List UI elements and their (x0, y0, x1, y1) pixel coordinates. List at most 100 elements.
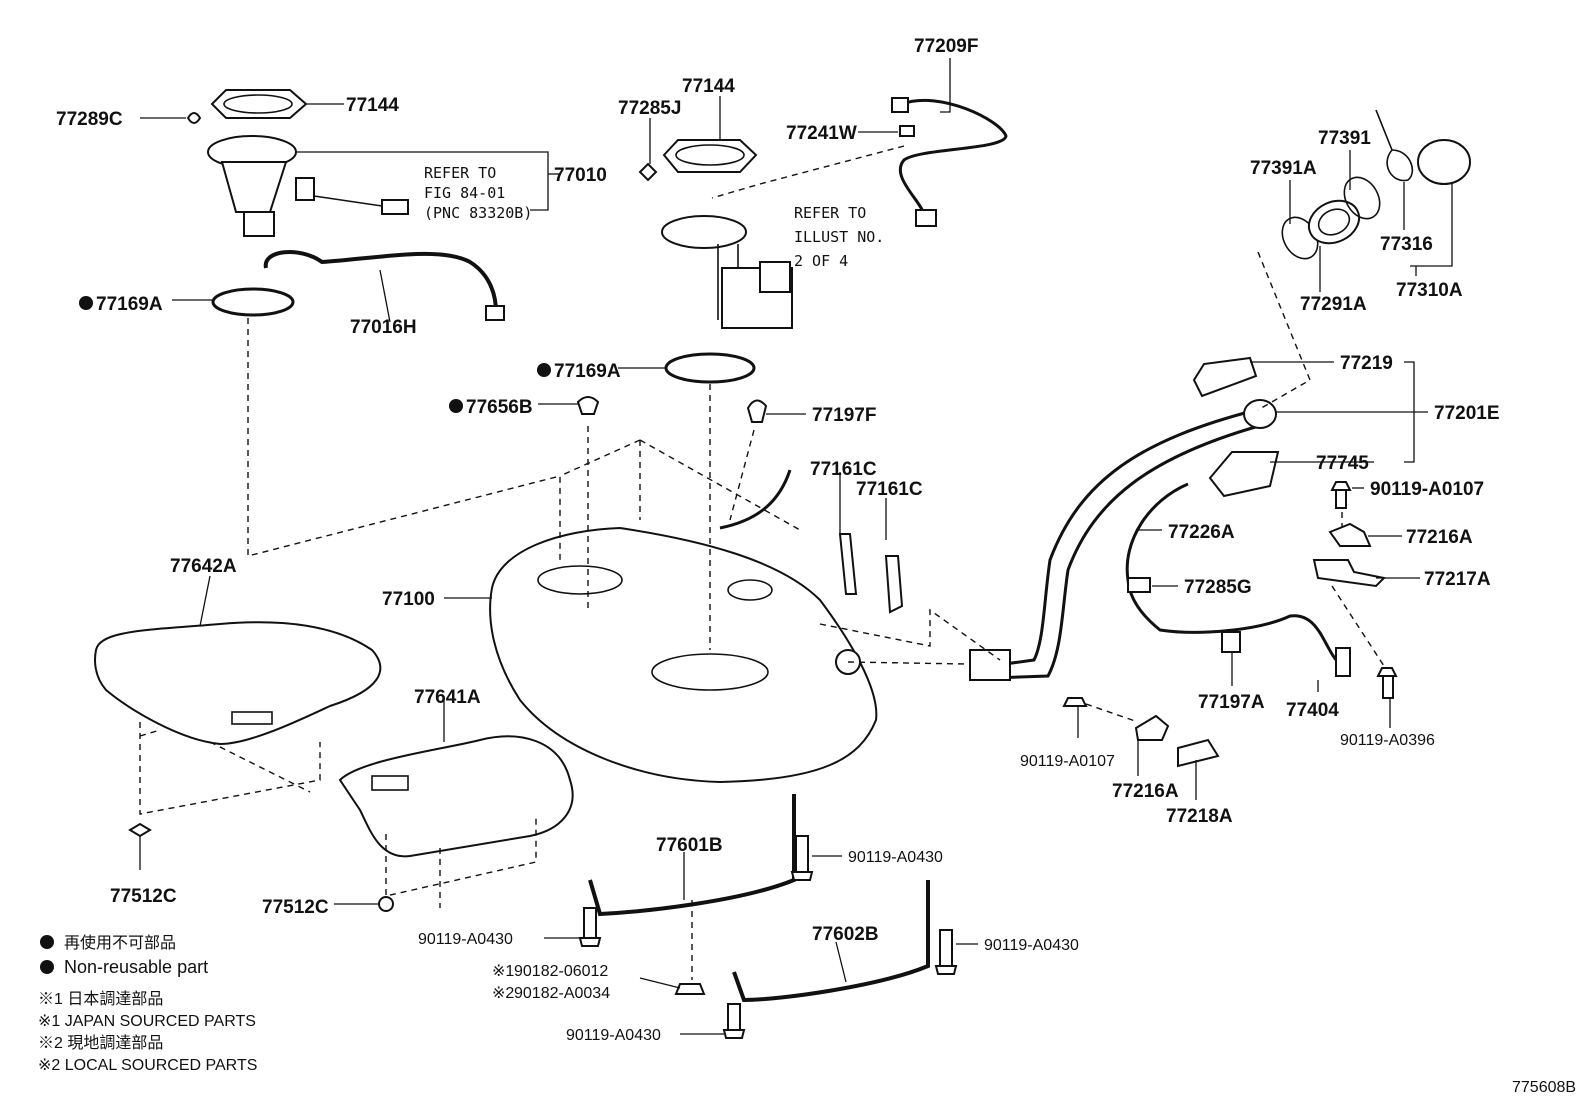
gasket-77169A-left (211, 287, 295, 317)
label-77745: 77745 (1316, 453, 1369, 474)
clamp-77241W (899, 125, 915, 137)
label-77216A-top: 77216A (1406, 527, 1473, 548)
bolt-90119-A0430-d (722, 1003, 746, 1039)
legend-dot-jp (40, 935, 54, 949)
legend-nonreusable-jp: 再使用不可部品 (64, 934, 176, 952)
label-77169A-left: 77169A (96, 294, 163, 315)
label-77100: 77100 (382, 589, 435, 610)
label-90119-A0396: 90119-A0396 (1340, 732, 1435, 749)
bolt-90119-A0396 (1376, 667, 1398, 699)
label-77391: 77391 (1318, 128, 1371, 149)
label-77641A: 77641A (414, 687, 481, 708)
clamp-77216A-bottom (1134, 714, 1170, 741)
harness-connector-top (891, 97, 909, 113)
label-77404: 77404 (1286, 700, 1339, 721)
filler-pipe-77201E (969, 399, 1277, 681)
label-77016H: 77016H (350, 317, 417, 338)
label-77161C-a: 77161C (810, 459, 877, 480)
label-90119-A0107-top: 90119-A0107 (1370, 479, 1484, 500)
clamp-77285G (1127, 577, 1151, 593)
source-mark-2: ※2 (492, 985, 514, 1002)
label-77656B: 77656B (466, 397, 533, 418)
label-77642A: 77642A (170, 556, 237, 577)
label-77144-left: 77144 (346, 95, 399, 116)
tube-end-77016H (485, 305, 505, 321)
label-77169A-center: 77169A (554, 361, 621, 382)
nut-90182 (674, 983, 706, 995)
legend-nonreusable-en: Non-reusable part (64, 957, 208, 977)
fuel-cap-77310A (1417, 139, 1471, 185)
bolt-90119-A0430-b (578, 907, 602, 947)
source-mark-1: ※1 (492, 963, 514, 980)
legend-local-jp: ※2 現地調達部品 (38, 1034, 163, 1052)
bracket-77161C-b (884, 555, 904, 614)
bracket-77161C-a (838, 533, 858, 595)
refer-note-b-line3: 2 OF 4 (794, 252, 848, 270)
refer-note-b-line2: ILLUST NO. (794, 228, 884, 246)
bolt-90119-A0430-a (790, 835, 814, 881)
heat-insulator-77641A (338, 735, 574, 858)
clip-77512C-left (128, 822, 152, 838)
label-77201E: 77201E (1434, 403, 1500, 424)
label-77144-center: 77144 (682, 76, 735, 97)
nonreusable-dot-77169A-center (537, 363, 551, 377)
label-77310A: 77310A (1396, 280, 1463, 301)
grommet-77656B (576, 396, 600, 415)
nonreusable-dot-77169A-left (79, 296, 93, 310)
gasket-77391 (1343, 176, 1381, 220)
label-90182-06012: 90182-06012 (514, 963, 608, 980)
label-77216A-bottom: 77216A (1112, 781, 1179, 802)
label-77602B: 77602B (812, 924, 879, 945)
label-77391A: 77391A (1250, 158, 1317, 179)
label-90119-A0430-c: 90119-A0430 (984, 937, 1079, 954)
clip-77197A (1221, 631, 1241, 653)
nut-90119-A0107-bottom (1062, 697, 1088, 707)
clip-77289C (186, 112, 202, 124)
label-90182-A0034: 90182-A0034 (514, 985, 610, 1002)
label-77226A: 77226A (1168, 522, 1235, 543)
label-77291A: 77291A (1300, 294, 1367, 315)
tank-strap-77602B (732, 880, 930, 1003)
legend-dot-en (40, 960, 54, 974)
legend-local-en: ※2 LOCAL SOURCED PARTS (38, 1057, 257, 1074)
refer-note-a-line2: FIG 84-01 (424, 184, 505, 202)
label-77219: 77219 (1340, 353, 1393, 374)
label-77601B: 77601B (656, 835, 723, 856)
wire-harness-77209F (898, 98, 1008, 215)
bolt-90119-A0430-c (934, 929, 958, 975)
fuel-sender-assembly-77010 (207, 135, 409, 237)
refer-note-a-line3: (PNC 83320B) (424, 204, 532, 222)
label-77289C: 77289C (56, 109, 123, 130)
legend-japan-en: ※1 JAPAN SOURCED PARTS (38, 1013, 256, 1030)
label-77512C-left: 77512C (110, 886, 177, 907)
label-77285J: 77285J (618, 98, 681, 119)
legend: 再使用不可部品 Non-reusable part ※1 日本調達部品 ※1 J… (38, 934, 257, 1074)
label-77197A: 77197A (1198, 692, 1265, 713)
label-90119-A0430-d: 90119-A0430 (566, 1027, 661, 1044)
clip-77285J (638, 162, 658, 182)
leader-lines (139, 58, 1453, 1035)
seal-77291A (1307, 199, 1361, 245)
bolt-90119-A0107-top (1330, 481, 1352, 509)
label-77217A: 77217A (1424, 569, 1491, 590)
nonreusable-dot-77656B (449, 399, 463, 413)
label-77161C-b: 77161C (856, 479, 923, 500)
clamp-77216A-top (1328, 522, 1372, 547)
clip-77512C-center (378, 896, 394, 912)
bracket-77218A (1177, 738, 1220, 768)
label-77209F: 77209F (914, 36, 978, 57)
bracket-77217A (1312, 559, 1387, 588)
label-90119-A0430-a: 90119-A0430 (848, 849, 943, 866)
bracket-77745 (1208, 451, 1280, 498)
gasket-77169A-center (664, 352, 756, 384)
fuel-pump-module-center (661, 215, 793, 329)
illustration-id: 775608B (1512, 1079, 1576, 1096)
label-77010: 77010 (554, 165, 607, 186)
harness-connector-bottom (915, 209, 937, 227)
fuel-tube-77016H (263, 250, 498, 313)
protector-77219 (1192, 356, 1258, 398)
label-77512C-center: 77512C (262, 897, 329, 918)
tether-77316 (1375, 109, 1414, 182)
refer-note-b-line1: REFER TO (794, 204, 866, 222)
